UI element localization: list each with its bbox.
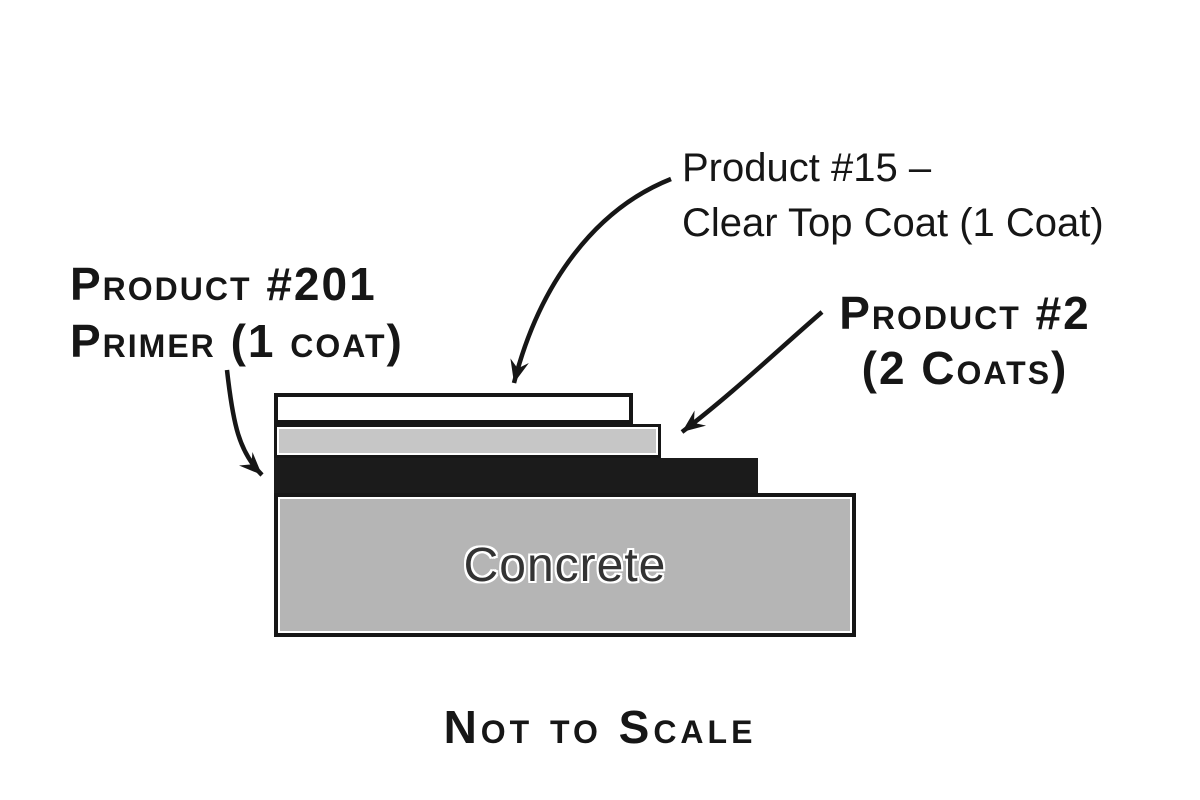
label-primer-line1: Product #201 bbox=[70, 258, 377, 310]
label-coat2: Product #2 (2 Coats) bbox=[800, 286, 1130, 396]
layer-clear-top-coat bbox=[274, 393, 633, 424]
label-topcoat-line1: Product #15 – bbox=[682, 146, 932, 190]
arrow-to-primer-layer bbox=[224, 369, 264, 477]
label-topcoat-line2: Clear Top Coat (1 Coat) bbox=[682, 201, 1104, 245]
layer-primer bbox=[274, 458, 758, 493]
layer-product-2 bbox=[274, 424, 661, 458]
label-primer-line2: Primer (1 coat) bbox=[70, 315, 404, 367]
label-topcoat: Product #15 – Clear Top Coat (1 Coat) bbox=[682, 141, 1104, 251]
not-to-scale-note: Not to Scale bbox=[443, 701, 757, 753]
label-coat2-line1: Product #2 bbox=[839, 287, 1091, 339]
label-coat2-line2: (2 Coats) bbox=[861, 342, 1069, 394]
label-primer: Product #201 Primer (1 coat) bbox=[70, 256, 404, 370]
concrete-label: Concrete bbox=[463, 538, 667, 592]
arrow-to-topcoat-layer bbox=[510, 176, 672, 384]
layer-concrete: Concrete bbox=[274, 493, 856, 637]
